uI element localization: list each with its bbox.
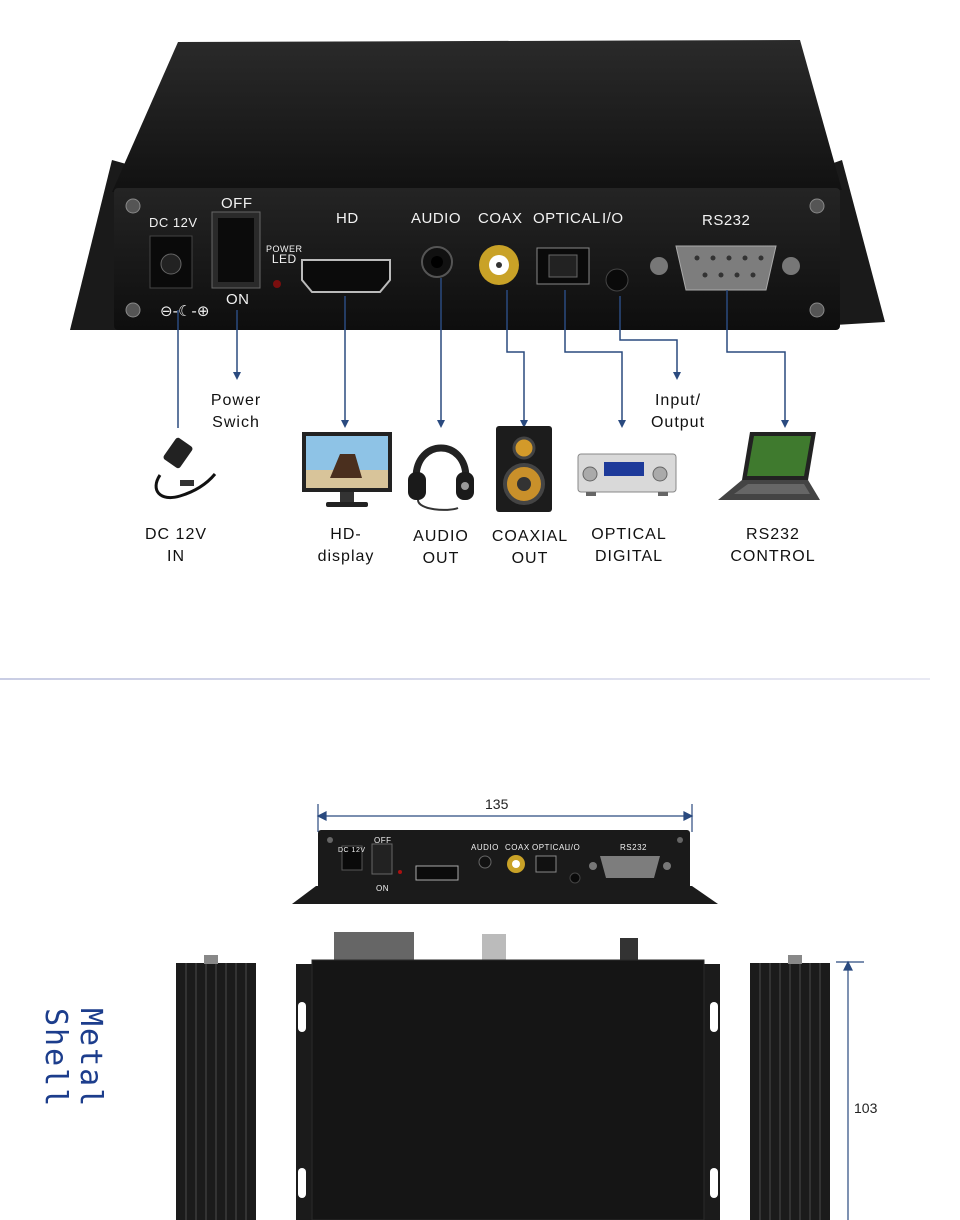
rs232-label: RS232 — [702, 212, 751, 229]
off-label: OFF — [221, 195, 253, 212]
power-adapter-icon — [154, 437, 217, 499]
device-rear-small — [292, 830, 718, 904]
speaker-icon — [496, 426, 552, 512]
small-rs232-label: RS232 — [620, 843, 647, 852]
section-title: Metal Shell — [38, 1008, 108, 1109]
headphones-icon — [408, 444, 474, 511]
small-dc-label: DC 12V — [338, 847, 366, 854]
on-label: ON — [226, 291, 250, 308]
input-output-callout: Input/Output — [650, 392, 706, 431]
optical-label: OPTICAL — [533, 210, 601, 227]
dimension-lines — [316, 804, 864, 1220]
depth-dimension: 103 — [854, 1100, 878, 1116]
device-side-right — [750, 955, 830, 1220]
caption-hd-display: HD-display — [317, 526, 375, 565]
svg-text:⊖-☾-⊕: ⊖-☾-⊕ — [160, 302, 209, 320]
hd-label: HD — [336, 210, 359, 227]
audio-label: AUDIO — [411, 210, 462, 227]
coax-label: COAX — [478, 210, 523, 227]
small-io-label: I/O — [568, 843, 581, 852]
device-rear-panel: ⊖-☾-⊕ — [70, 40, 885, 330]
monitor-icon — [302, 432, 392, 507]
amplifier-icon — [577, 453, 677, 496]
small-optical-label: OPTICAL — [532, 843, 570, 852]
io-label: I/O — [602, 210, 624, 227]
dc-label: DC 12V — [149, 215, 198, 230]
small-on-label: ON — [376, 884, 389, 893]
connector-lines — [177, 278, 789, 428]
laptop-icon — [718, 432, 820, 500]
device-top-view — [296, 932, 720, 1220]
width-dimension: 135 — [485, 796, 509, 812]
small-audio-label: AUDIO — [471, 843, 499, 852]
section-divider — [0, 678, 930, 680]
small-off-label: OFF — [374, 836, 392, 845]
device-side-left — [176, 955, 256, 1220]
power-led-label: POWER LED — [266, 244, 303, 266]
small-coax-label: COAX — [505, 843, 530, 852]
